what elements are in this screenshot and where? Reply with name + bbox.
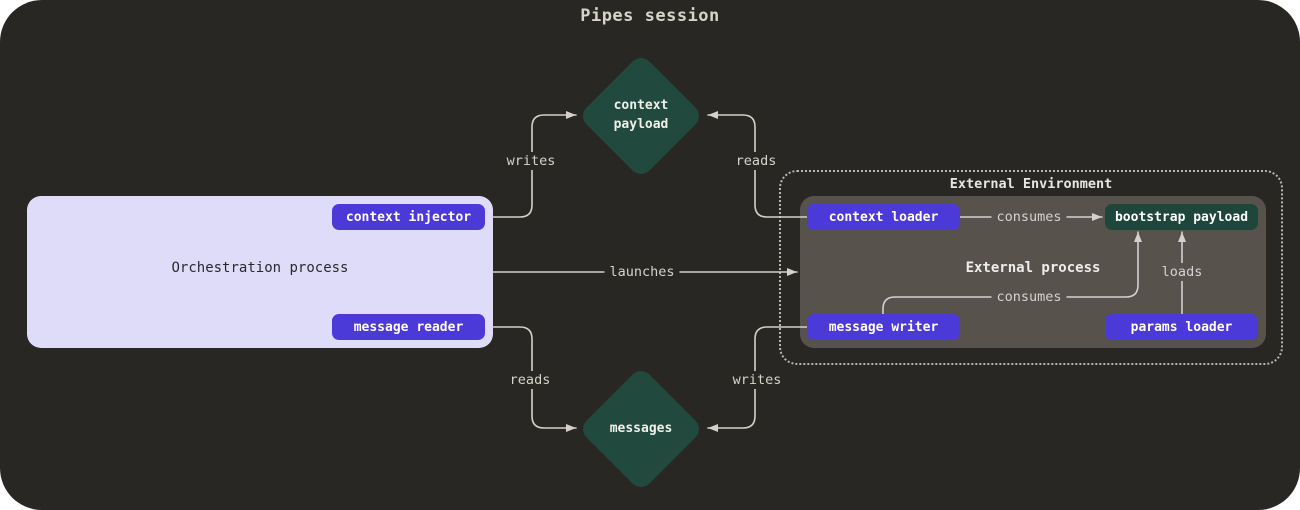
node-messages: messages — [578, 366, 704, 492]
external-environment-label: External Environment — [949, 176, 1113, 192]
edge-label-reads-messages: reads — [504, 371, 556, 389]
node-params-loader: params loader — [1105, 314, 1258, 340]
node-message-reader: message reader — [332, 314, 485, 340]
message-reader-label: message reader — [353, 319, 464, 335]
orchestration-process-label: Orchestration process — [171, 260, 349, 276]
external-process-label: External process — [965, 260, 1101, 276]
edge-label-reads-context: reads — [730, 152, 782, 170]
edge-label-launches: launches — [604, 263, 680, 281]
messages-label: messages — [609, 420, 673, 436]
context-loader-label: context loader — [828, 209, 939, 225]
message-writer-label: message writer — [828, 319, 939, 335]
external-environment-boundary: External Environment — [779, 170, 1283, 365]
node-context-injector: context injector — [332, 204, 485, 230]
node-context-loader: context loader — [807, 204, 960, 230]
page-title: Pipes session — [580, 6, 720, 26]
edge-label-writes-context: writes — [501, 152, 561, 170]
bootstrap-payload-label: bootstrap payload — [1114, 209, 1249, 225]
edge-label-writes-messages: writes — [727, 371, 787, 389]
edge-label-loads: loads — [1156, 263, 1208, 281]
params-loader-label: params loader — [1130, 319, 1233, 335]
context-payload-label: context payload — [613, 98, 669, 132]
context-injector-label: context injector — [345, 209, 472, 225]
node-context-payload: context payload — [578, 53, 704, 179]
edge-label-consumes-bottom: consumes — [991, 288, 1067, 306]
node-message-writer: message writer — [807, 314, 960, 340]
edge-label-consumes-top: consumes — [991, 208, 1067, 226]
node-bootstrap-payload: bootstrap payload — [1105, 204, 1258, 230]
